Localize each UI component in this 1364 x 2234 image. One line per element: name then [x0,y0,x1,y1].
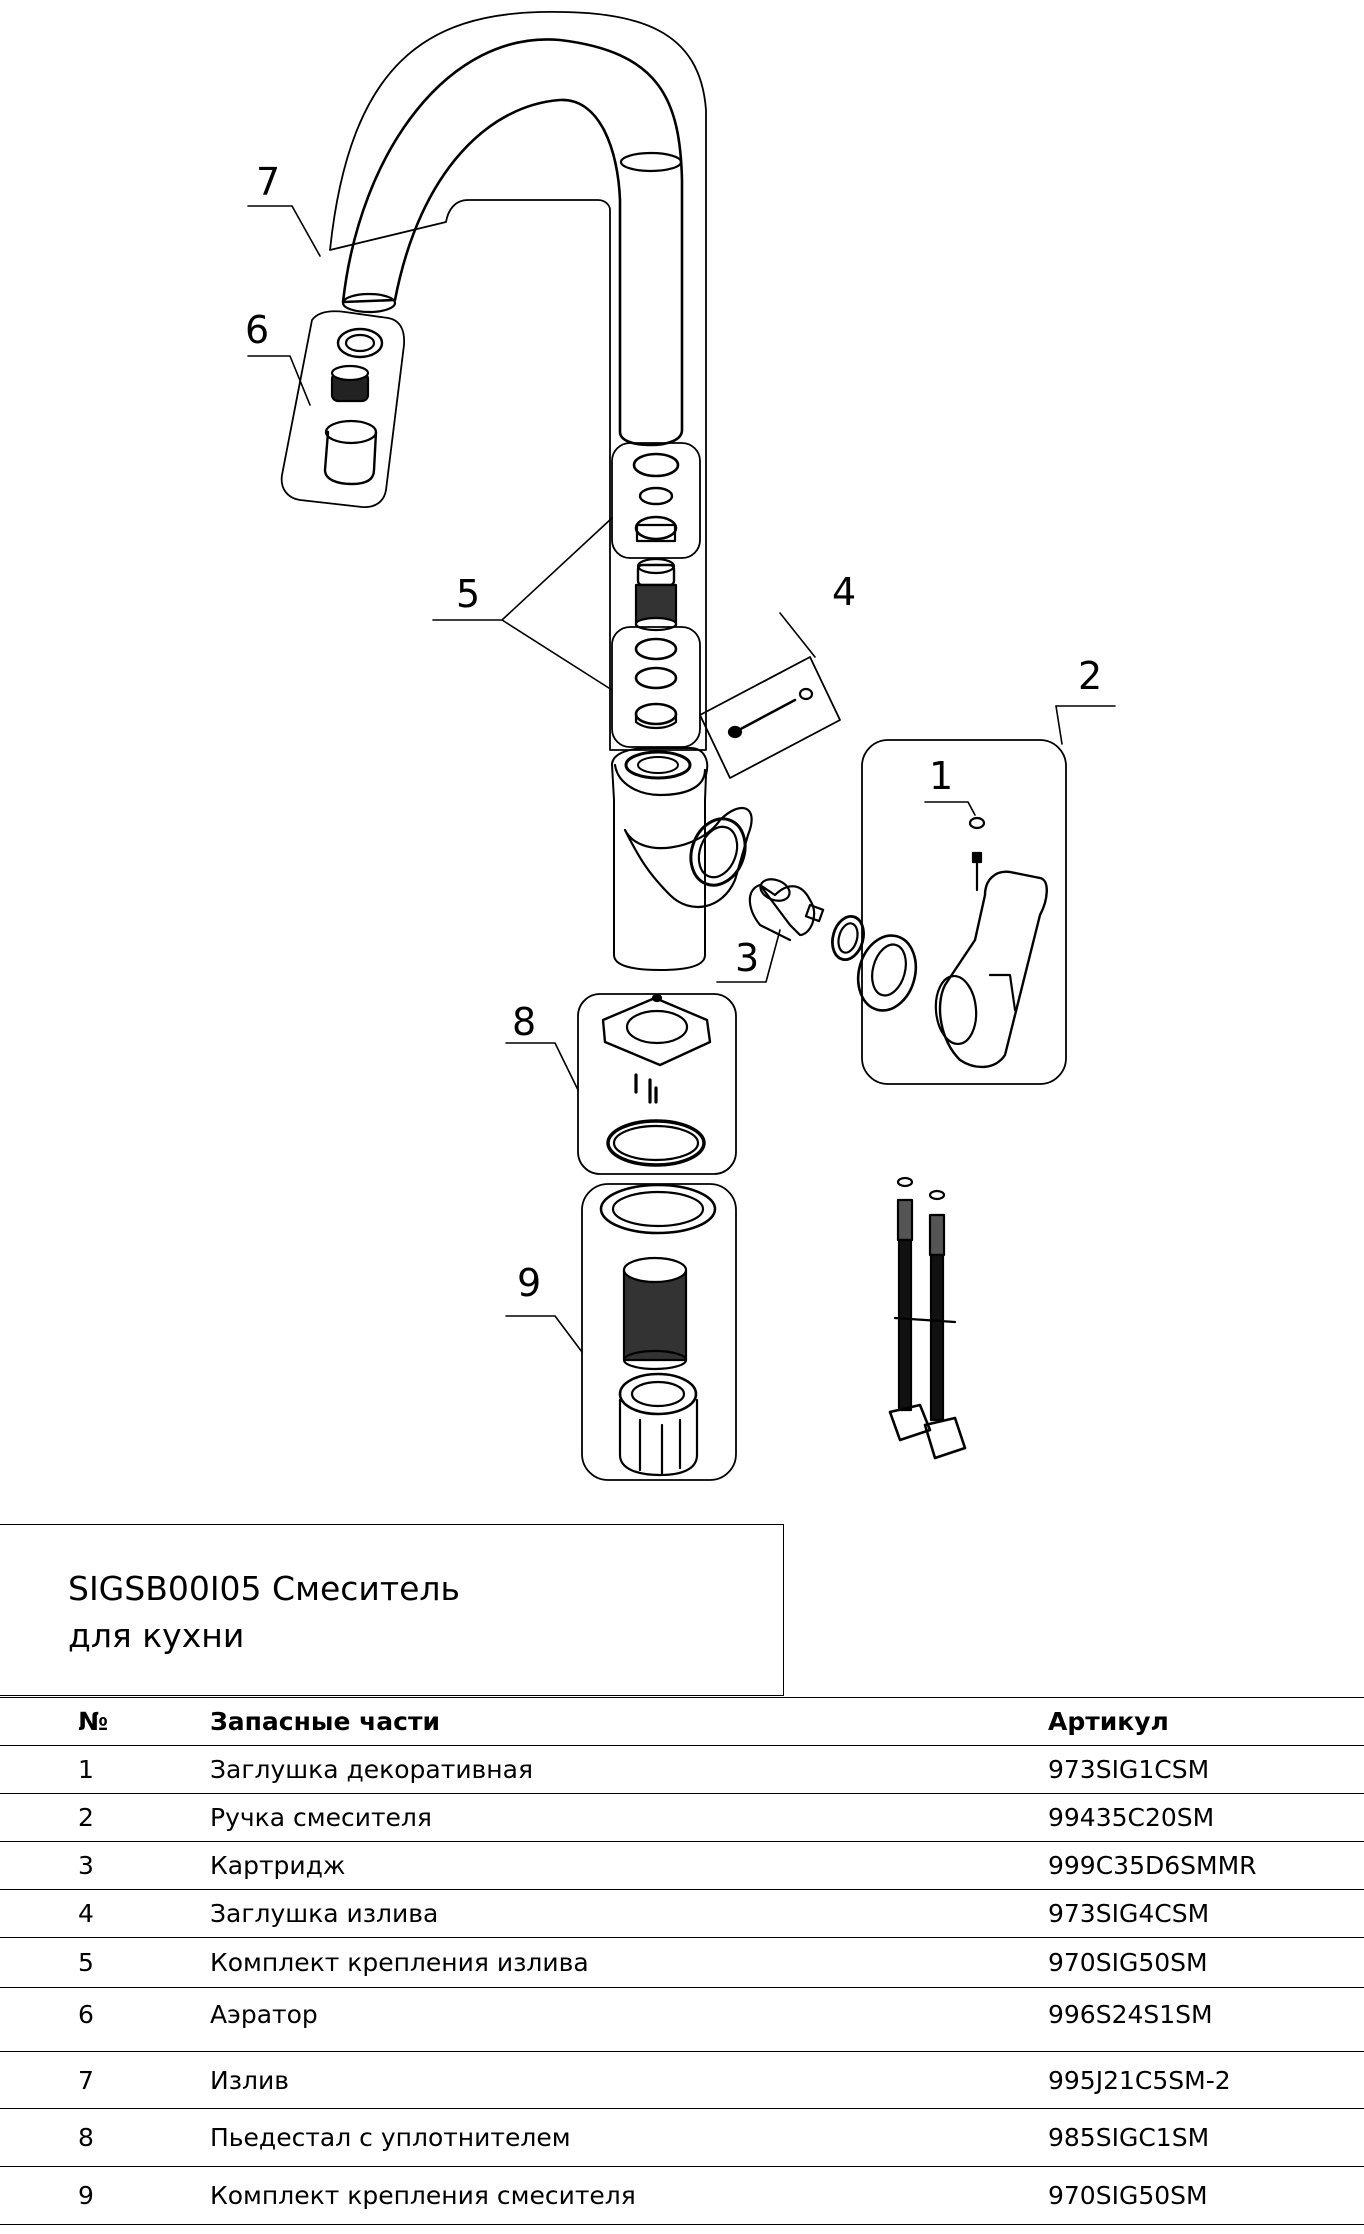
table-header-row: № Запасные части Артикул [0,1697,1364,1746]
row-sku: 996S24S1SM [1048,1987,1364,2052]
row-number: 6 [0,1987,210,2052]
row-sku: 99435C20SM [1048,1793,1364,1842]
row-part-name: Аэратор [210,1987,1048,2052]
table-row: 1 Заглушка декоративная 973SIG1CSM [0,1745,1364,1794]
row-sku: 995J21C5SM-2 [1048,2051,1364,2109]
row-number: 3 [0,1841,210,1890]
table-row: 5 Комплект крепления излива 970SIG50SM [0,1937,1364,1988]
row-number: 1 [0,1745,210,1794]
callout-9: 9 [517,1261,542,1305]
spout-fastening-kit [611,442,701,748]
table-row: 9 Комплект крепления смесителя 970SIG50S… [0,2166,1364,2225]
table-row: 4 Заглушка излива 973SIG4CSM [0,1889,1364,1938]
mixer-fastening-kit [581,1183,737,1481]
mixer-body [611,747,753,971]
spout-plug-part [699,656,841,779]
row-part-name: Комплект крепления излива [210,1937,1048,1988]
row-number: 7 [0,2051,210,2109]
row-number: 5 [0,1937,210,1988]
callout-8: 8 [512,1000,537,1044]
page-title: SIGSB00I05 Смеситель для кухни [68,1565,460,1659]
row-part-name: Пьедестал с уплотнителем [210,2108,1048,2167]
col-header-number: № [0,1697,210,1746]
col-header-sku: Артикул [1048,1697,1364,1746]
callout-1: 1 [929,754,954,798]
row-number: 2 [0,1793,210,1842]
row-part-name: Ручка смесителя [210,1793,1048,1842]
table-row: 3 Картридж 999C35D6SMMR [0,1841,1364,1890]
table-row: 6 Аэратор 996S24S1SM [0,1987,1364,2052]
row-number: 8 [0,2108,210,2167]
row-sku: 973SIG4CSM [1048,1889,1364,1938]
callout-3: 3 [735,936,760,980]
callout-5: 5 [456,572,481,616]
cartridge-part [748,878,865,962]
row-part-name: Излив [210,2051,1048,2109]
callout-7: 7 [256,160,281,204]
row-part-name: Картридж [210,1841,1048,1890]
row-number: 4 [0,1889,210,1938]
callout-2: 2 [1078,654,1103,698]
row-part-name: Комплект крепления смесителя [210,2166,1048,2225]
table-row: 2 Ручка смесителя 99435C20SM [0,1793,1364,1842]
row-sku: 973SIG1CSM [1048,1745,1364,1794]
table-row: 8 Пьедестал с уплотнителем 985SIGC1SM [0,2108,1364,2167]
callout-4: 4 [832,570,857,614]
spout-part [329,10,707,751]
row-sku: 985SIGC1SM [1048,2108,1364,2167]
exploded-parts-diagram [247,10,1116,1481]
row-sku: 970SIG50SM [1048,1937,1364,1988]
pedestal-part [577,993,737,1175]
row-sku: 999C35D6SMMR [1048,1841,1364,1890]
title-line-2: для кухни [68,1616,245,1655]
flexible-hoses [888,1176,967,1460]
callout-6: 6 [245,308,270,352]
handle-part [856,739,1067,1085]
row-part-name: Заглушка декоративная [210,1745,1048,1794]
title-box: SIGSB00I05 Смеситель для кухни [0,1524,784,1696]
title-line-1: SIGSB00I05 Смеситель [68,1569,460,1608]
table-row: 7 Излив 995J21C5SM-2 [0,2051,1364,2109]
leader-lines [247,205,1116,1353]
row-part-name: Заглушка излива [210,1889,1048,1938]
row-sku: 970SIG50SM [1048,2166,1364,2225]
spare-parts-table: № Запасные части Артикул 1 Заглушка деко… [0,1697,1364,2225]
row-number: 9 [0,2166,210,2225]
col-header-part: Запасные части [210,1697,1048,1746]
aerator-part [280,310,405,508]
